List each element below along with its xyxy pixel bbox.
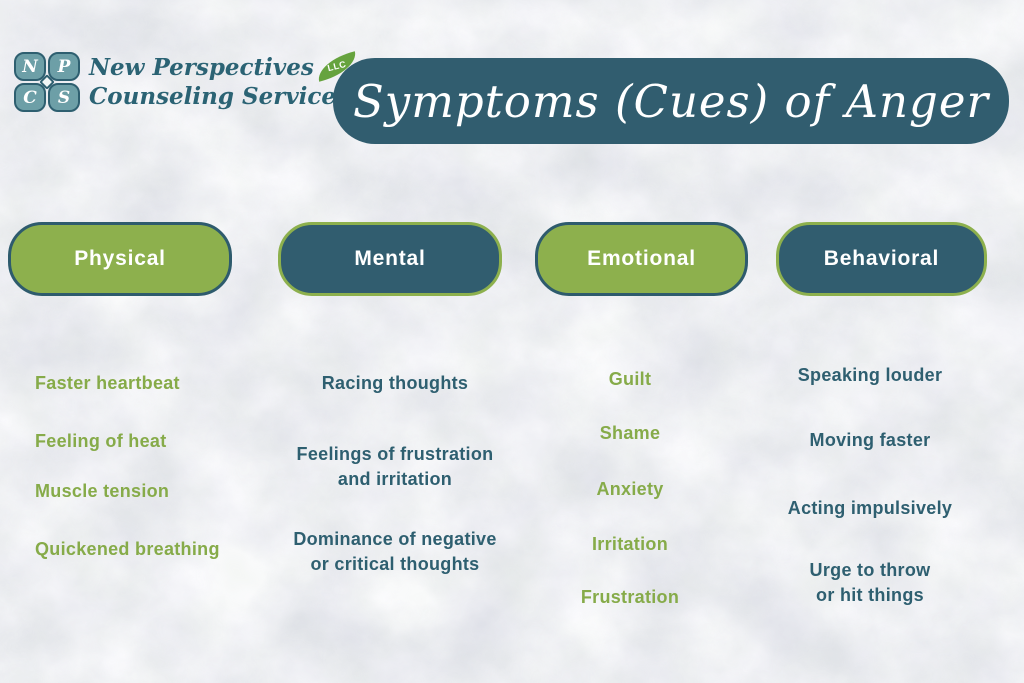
logo-square-p: P bbox=[48, 52, 80, 81]
logo-npcs-grid: N P C S bbox=[14, 52, 80, 112]
category-label: Behavioral bbox=[823, 247, 940, 270]
title-banner: Symptoms (Cues) of Anger bbox=[333, 58, 1009, 144]
logo-square-n: N bbox=[14, 52, 46, 81]
company-logo: N P C S New Perspectives LLC Counseling … bbox=[14, 51, 360, 112]
list-item-physical: Faster heartbeat bbox=[35, 373, 180, 393]
list-item-behavioral: Moving faster bbox=[809, 430, 931, 450]
list-item-emotional: Shame bbox=[599, 423, 661, 443]
list-item-emotional: Anxiety bbox=[596, 479, 664, 499]
list-item-emotional: Frustration bbox=[580, 587, 680, 607]
list-item-emotional: Guilt bbox=[608, 369, 652, 389]
list-item-behavioral: Urge to throw or hit things bbox=[809, 560, 931, 605]
list-item-physical: Muscle tension bbox=[35, 481, 170, 501]
list-item-behavioral: Speaking louder bbox=[797, 365, 943, 385]
category-pill-emotional: Emotional bbox=[535, 222, 748, 296]
category-label: Physical bbox=[74, 247, 166, 270]
category-pill-behavioral: Behavioral bbox=[776, 222, 987, 296]
list-item-mental: Dominance of negative or critical though… bbox=[293, 529, 497, 574]
list-item-emotional: Irritation bbox=[591, 534, 668, 554]
logo-square-c: C bbox=[14, 83, 46, 112]
list-item-physical: Quickened breathing bbox=[35, 539, 220, 559]
company-name: New Perspectives LLC Counseling Services bbox=[89, 51, 360, 112]
category-label: Emotional bbox=[587, 247, 696, 270]
company-name-line2: Counseling Services bbox=[89, 82, 350, 110]
list-item-behavioral: Acting impulsively bbox=[787, 498, 953, 518]
page-title: Symptoms (Cues) of Anger bbox=[352, 74, 989, 128]
category-pill-mental: Mental bbox=[278, 222, 502, 296]
logo-square-s: S bbox=[48, 83, 80, 112]
list-item-physical: Feeling of heat bbox=[35, 431, 167, 451]
category-pill-physical: Physical bbox=[8, 222, 232, 296]
list-item-mental: Feelings of frustration and irritation bbox=[296, 444, 494, 489]
category-label: Mental bbox=[354, 247, 426, 270]
company-name-line1: New Perspectives bbox=[89, 54, 314, 81]
list-item-mental: Racing thoughts bbox=[321, 373, 469, 393]
